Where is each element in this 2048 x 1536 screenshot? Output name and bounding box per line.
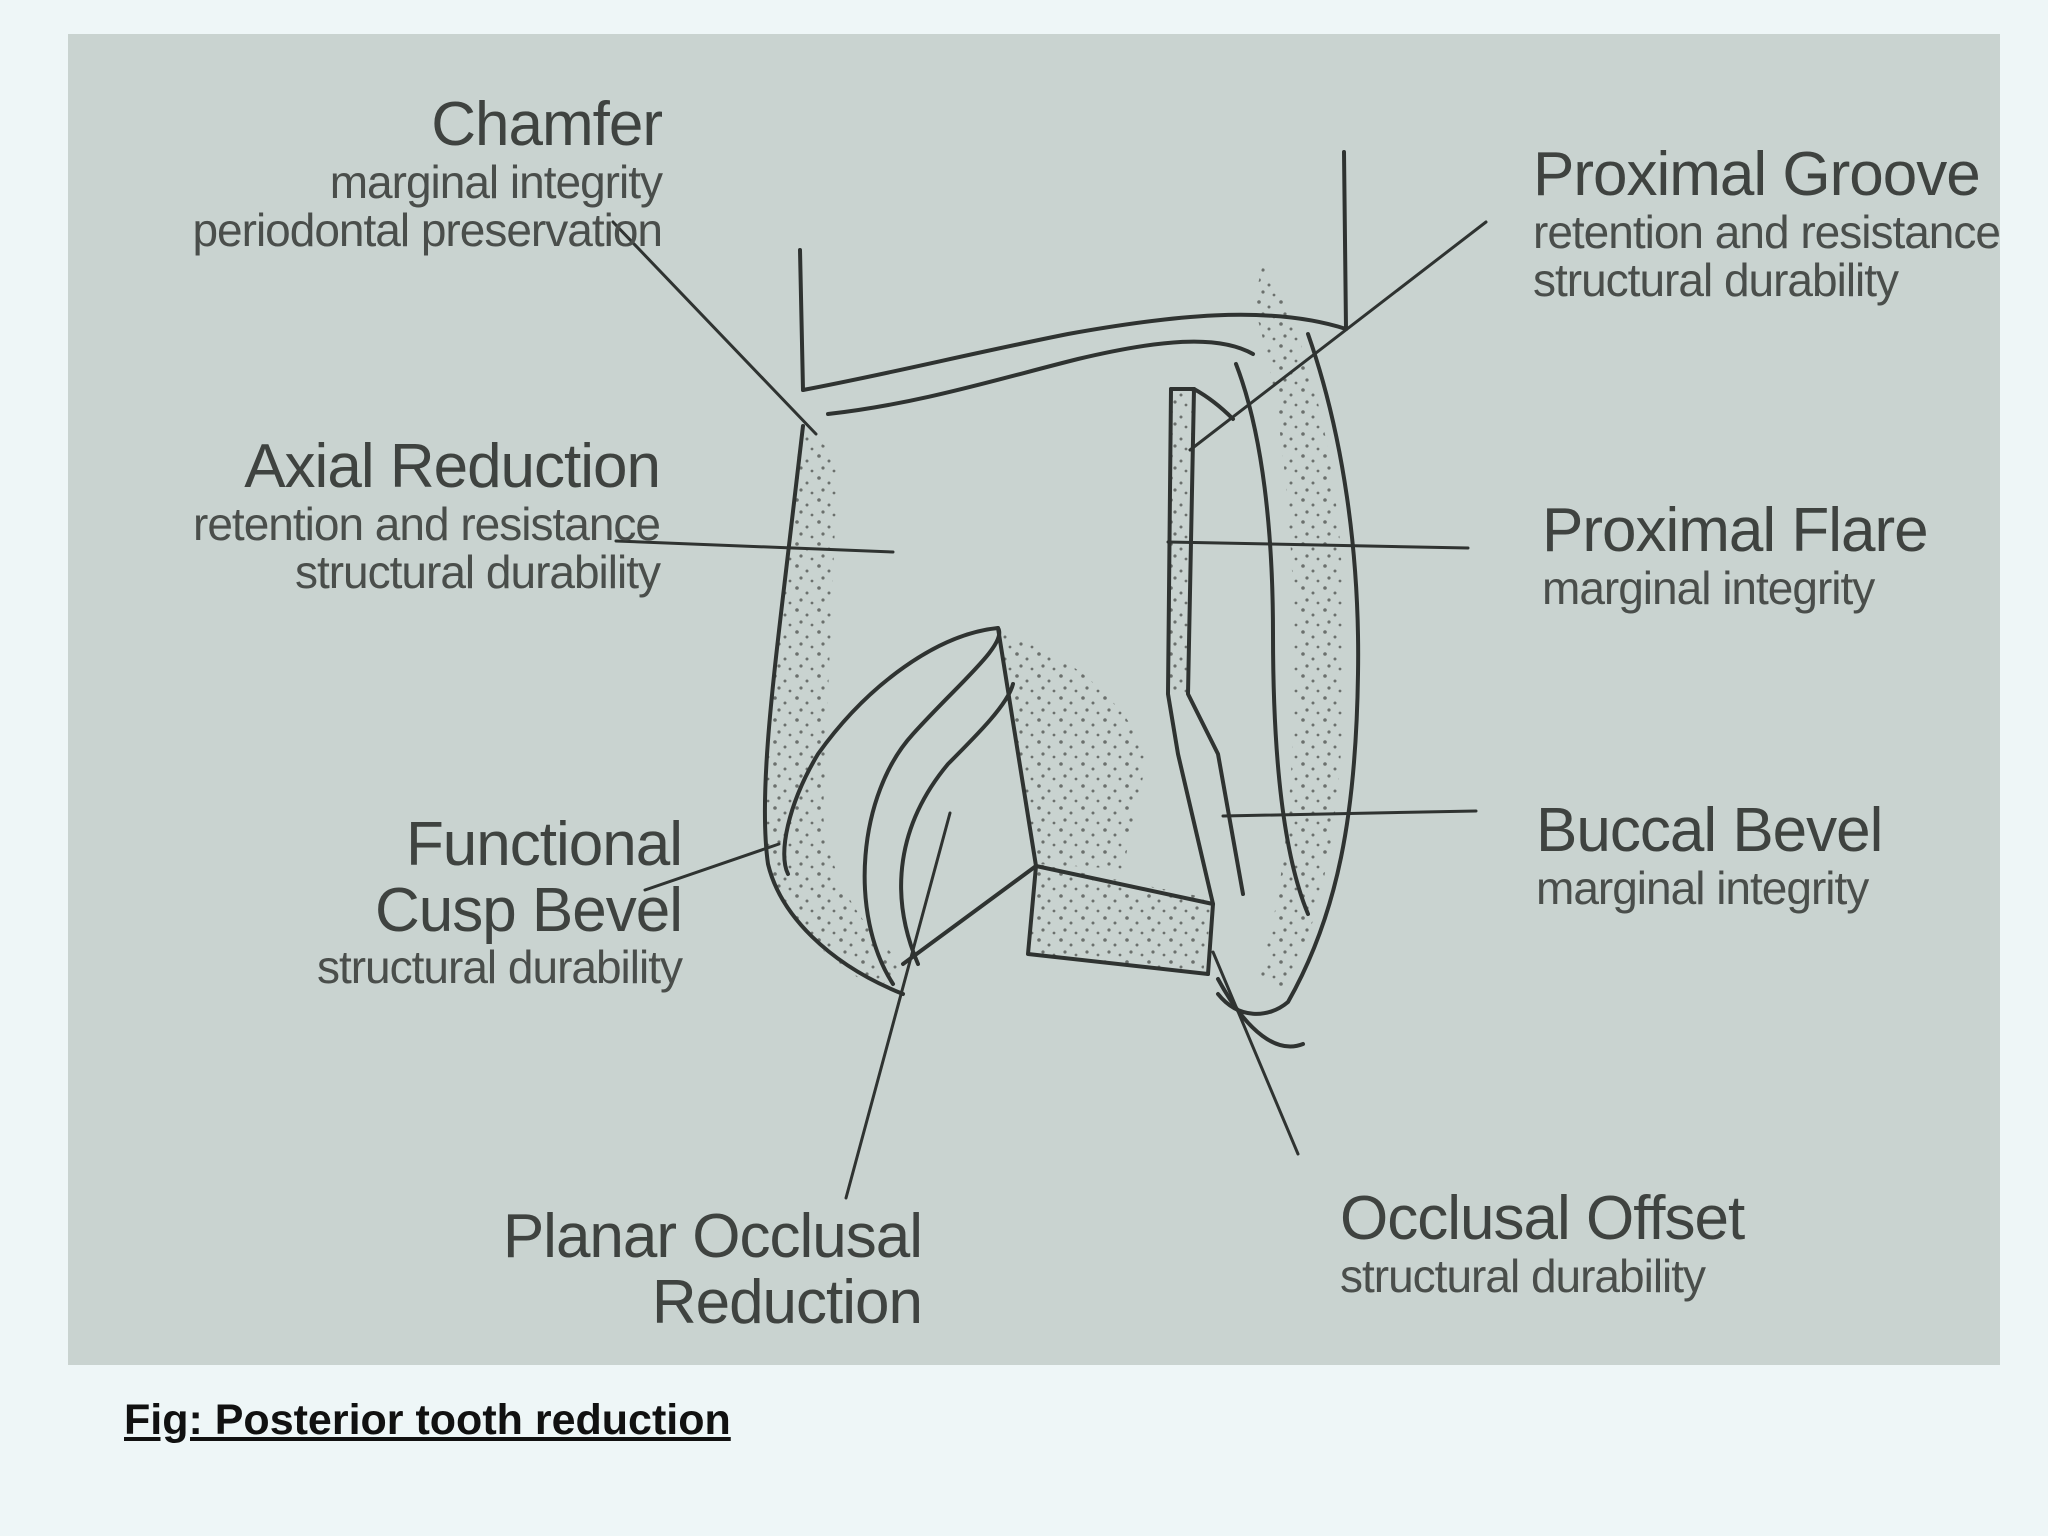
occlusal-offset-face (1028, 864, 1213, 974)
functional-cusp-bevel-title-2: Cusp Bevel (374, 875, 683, 945)
leader-proximal-groove (1188, 220, 1488, 452)
axial-reduction-title: Axial Reduction (244, 432, 661, 501)
chamfer-line-2: periodontal preservation (192, 204, 663, 257)
figure-caption: Fig: Posterior tooth reduction (124, 1396, 731, 1444)
buccal-bevel-title: Buccal Bevel (1536, 796, 1883, 865)
leader-buccal-bevel (1221, 809, 1478, 818)
tooth-diagram (611, 150, 1488, 1200)
groove-top (1169, 387, 1235, 421)
axial-wall-left (764, 430, 903, 989)
margin-line-upper (801, 312, 1348, 392)
label-functional-cusp-bevel: Functional Cusp Bevel structural durabil… (316, 810, 683, 994)
occlusal-step-bottom (1026, 864, 1210, 976)
label-buccal-bevel: Buccal Bevel marginal integrity (1536, 796, 1883, 914)
groove-right (1186, 387, 1245, 896)
leader-planar-occlusal-reduction (844, 811, 952, 1200)
proximal-flare-line-1: marginal integrity (1542, 561, 1875, 614)
proximal-flare-title: Proximal Flare (1542, 496, 1929, 565)
die-right-side (1342, 150, 1348, 331)
proximal-groove-title: Proximal Groove (1533, 140, 1981, 209)
leader-axial-reduction (614, 539, 895, 554)
chamfer-title: Chamfer (431, 90, 663, 159)
cusp-bevel-inner (899, 682, 1015, 966)
functional-cusp-bevel-title-1: Functional (405, 810, 683, 879)
functional-cusp-bevel-line-1: structural durability (316, 941, 683, 994)
die-left-side (798, 248, 805, 392)
axial-reduction-line-2: structural durability (294, 546, 661, 599)
axial-reduction-line-1: retention and resistance (193, 497, 661, 550)
leader-proximal-flare (1166, 540, 1470, 550)
figure-panel: Chamfer marginal integrity periodontal p… (68, 34, 2000, 1365)
buccal-bevel-line-1: marginal integrity (1536, 861, 1869, 914)
label-proximal-flare: Proximal Flare marginal integrity (1542, 496, 1929, 614)
planar-occlusal-title-2: Reduction (651, 1267, 923, 1337)
cusp-bevel-face (998, 628, 1148, 869)
bevel-lower-right (1216, 977, 1305, 1049)
label-planar-occlusal-reduction: Planar Occlusal Reduction (502, 1202, 923, 1337)
inner-right-outline (1234, 362, 1310, 916)
leader-functional-cusp-bevel (643, 842, 781, 892)
label-chamfer: Chamfer marginal integrity periodontal p… (192, 90, 663, 257)
label-proximal-groove: Proximal Groove retention and resistance… (1533, 142, 2000, 305)
occlusal-offset-line-1: structural durability (1340, 1249, 1706, 1302)
axial-wall-right (1253, 264, 1345, 994)
proximal-groove-line-2: structural durability (1533, 254, 1899, 307)
occlusal-offset-title: Occlusal Offset (1340, 1184, 1745, 1253)
label-occlusal-offset: Occlusal Offset structural durability (1340, 1184, 1745, 1302)
axial-left-outline (762, 424, 905, 996)
leader-occlusal-offset (1211, 950, 1300, 1156)
leader-chamfer (611, 220, 818, 436)
occlusal-step-top (901, 864, 1215, 976)
proximal-groove-line-1: retention and resistance (1533, 205, 2000, 258)
label-axial-reduction: Axial Reduction retention and resistance… (193, 432, 661, 599)
axial-right-outline (1216, 332, 1361, 1016)
occlusal-ridge (996, 626, 1038, 868)
planar-occlusal-title-1: Planar Occlusal (502, 1202, 923, 1271)
margin-line-lower (826, 339, 1255, 416)
chamfer-line-1: marginal integrity (329, 155, 663, 208)
